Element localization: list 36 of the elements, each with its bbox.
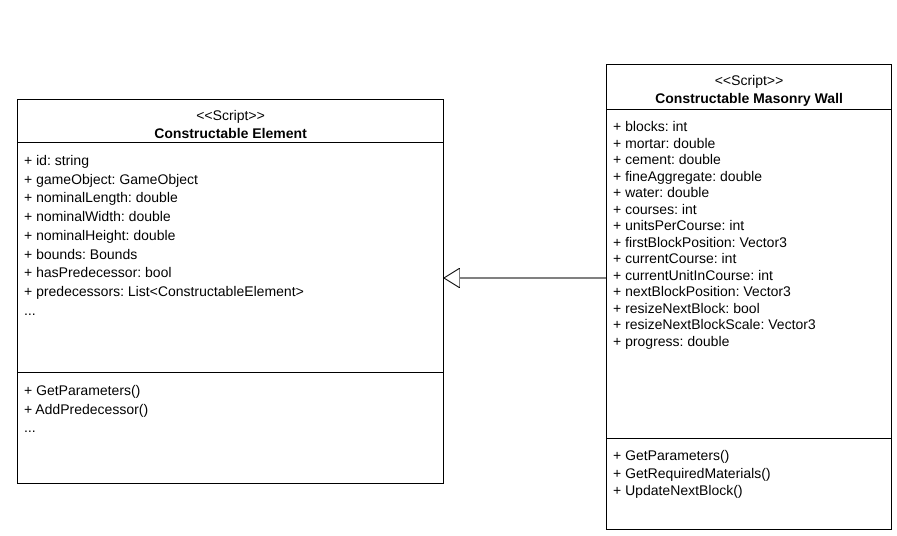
attribute-text: + progress: double [613,332,730,349]
attribute-text: + nominalLength: double [24,188,178,208]
method-text: + GetRequiredMaterials() [613,464,771,482]
attribute-text: + currentUnitInCourse: int [613,266,773,283]
inheritance-arrow [444,268,606,288]
class-name: Constructable Masonry Wall [655,89,843,107]
attribute-text: + currentCourse: int [613,250,736,266]
attribute-text: + id: string [24,151,89,170]
attribute-text: + fineAggregate: double [613,168,762,184]
method-text: + AddPredecessor() [24,400,148,418]
attribute-text: + cement: double [613,151,721,168]
attribute-text: + nominalWidth: double [24,207,171,226]
attribute-text: + firstBlockPosition: Vector3 [613,234,787,250]
method-text: + GetParameters() [24,381,140,400]
attribute-text: + resizeNextBlock: bool [613,300,760,316]
attribute-text: + bounds: Bounds [24,244,138,264]
attribute-text: + nominalHeight: double [24,226,176,245]
attribute-text: + nextBlockPosition: Vector3 [613,283,791,300]
method-text: + UpdateNextBlock() [613,482,743,500]
stereotype-label: <<Script>> [714,71,784,89]
class-name: Constructable Element [154,124,307,142]
class-box [606,64,892,530]
attribute-text: + unitsPerCourse: int [613,217,744,234]
class-box [17,99,444,484]
attribute-text: + courses: int [613,200,697,217]
stereotype-label: <<Script>> [196,106,265,124]
attribute-text: + predecessors: List<ConstructableElement> [24,282,304,301]
attribute-text: + blocks: int [613,118,688,134]
method-text: ... [24,418,36,438]
attribute-text: + resizeNextBlockScale: Vector3 [613,316,816,332]
attribute-text: + mortar: double [613,134,716,151]
attribute-text: + hasPredecessor: bool [24,263,172,282]
attribute-text: + water: double [613,184,710,200]
attribute-text: + gameObject: GameObject [24,170,198,188]
attribute-text: ... [24,300,36,320]
method-text: + GetParameters() [613,447,730,464]
